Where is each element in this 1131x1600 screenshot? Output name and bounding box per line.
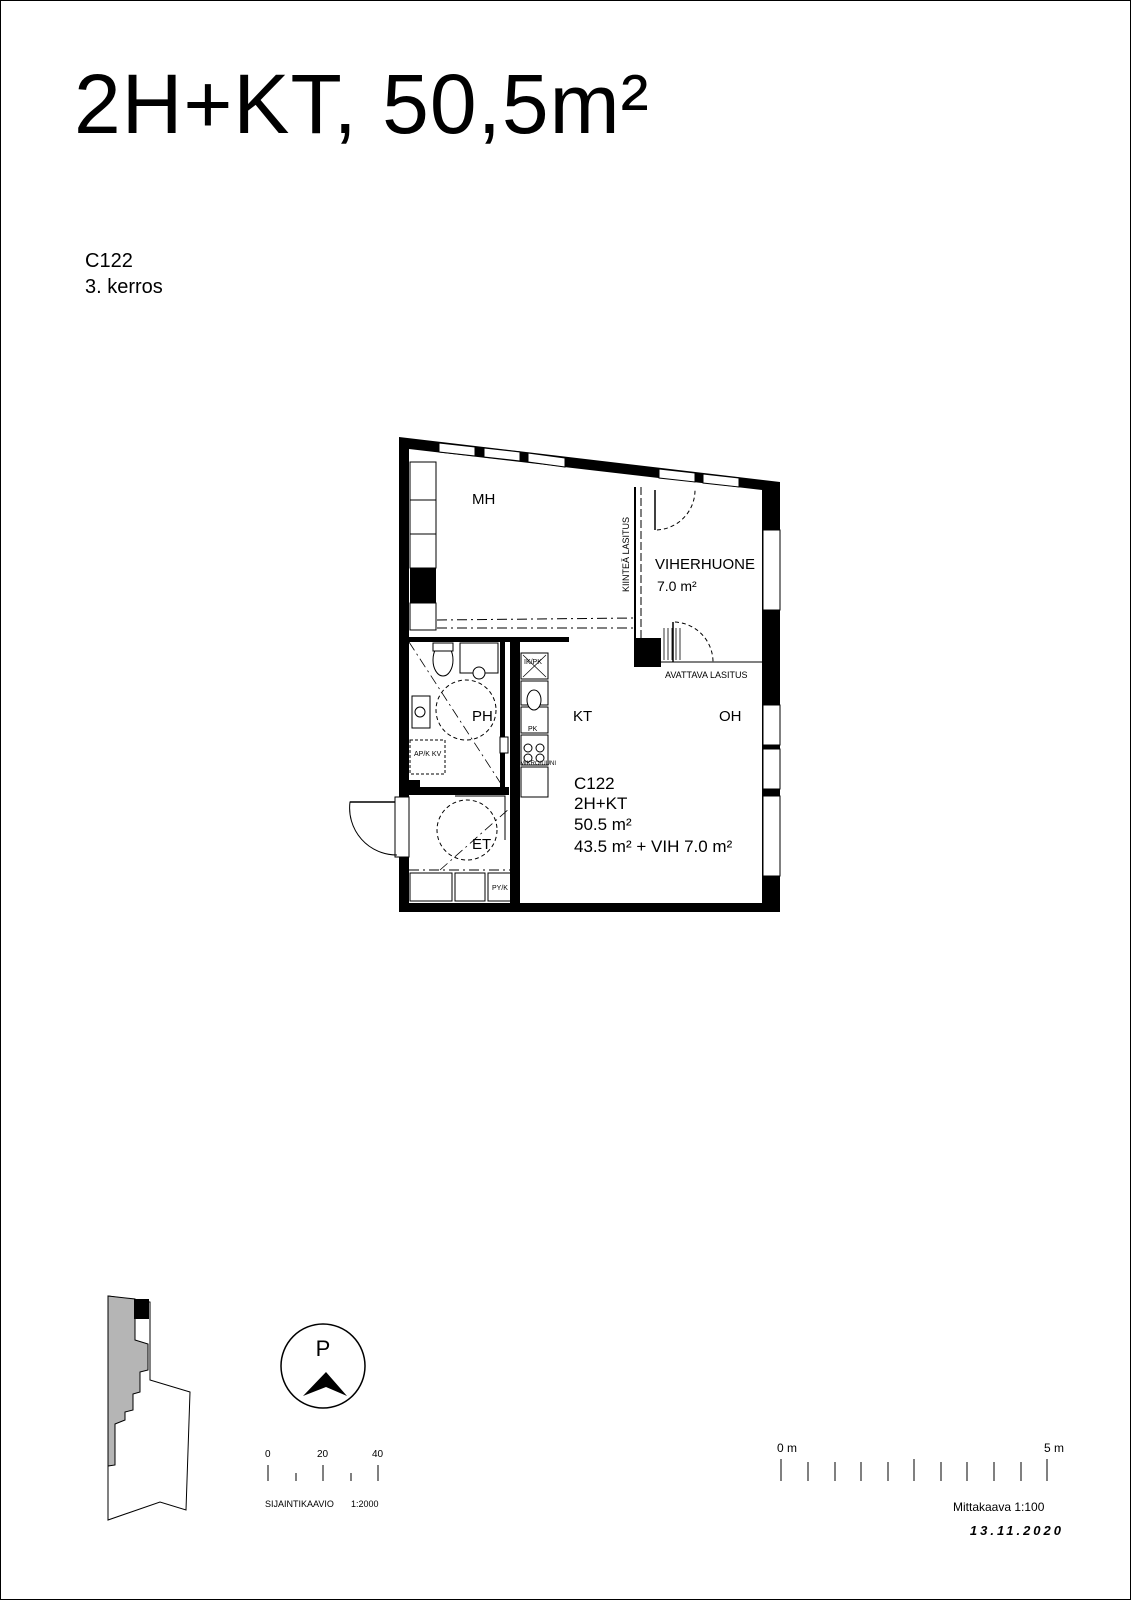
scale-bar — [780, 1459, 1048, 1481]
summary-type: 2H+KT — [574, 794, 627, 813]
summary-breakdown: 43.5 m² + VIH 7.0 m² — [574, 837, 733, 856]
room-area-viherhuone: 7.0 m² — [657, 578, 697, 594]
wardrobes — [409, 461, 437, 631]
label-ik-pk: IK/PK — [524, 659, 542, 666]
compass-label: P — [316, 1336, 331, 1361]
label-pyk: PY/K — [492, 885, 508, 892]
apartment-floor: 3. kerros — [85, 276, 163, 298]
room-label-et: ET — [472, 836, 491, 853]
room-label-oh: OH — [719, 708, 742, 725]
wall-pillar — [410, 568, 436, 603]
scale-label: Mittakaava 1:100 — [953, 1500, 1045, 1514]
site-tick-40: 40 — [372, 1449, 384, 1460]
windows-right — [762, 529, 781, 877]
label-kiintea-lasitus: KIINTEÄ LASITUS — [621, 517, 631, 592]
site-plan — [107, 1295, 191, 1521]
room-label-mh: MH — [472, 491, 495, 508]
site-plan-label: SIJAINTIKAAVIO — [265, 1499, 334, 1509]
label-avattava-lasitus: AVATTAVA LASITUS — [665, 670, 748, 680]
site-plan-scale — [267, 1465, 379, 1481]
site-plan-scale-label: 1:2000 — [351, 1499, 379, 1509]
scale-start: 0 m — [777, 1441, 797, 1455]
label-apk-kv: AP/K KV — [414, 751, 442, 758]
summary-area: 50.5 m² — [574, 815, 632, 834]
label-mikro-uuni: MIKRO/UUNI — [520, 761, 556, 767]
room-label-viherhuone: VIHERHUONE — [655, 556, 755, 573]
site-tick-20: 20 — [317, 1449, 329, 1460]
label-pk: PK — [528, 726, 538, 733]
apartment-info: C122 3. kerros — [85, 248, 163, 300]
windows-top — [438, 442, 740, 488]
summary-id: C122 — [574, 774, 615, 793]
apartment-id: C122 — [85, 250, 133, 272]
site-tick-0: 0 — [265, 1449, 271, 1460]
north-arrow-icon — [280, 1323, 366, 1409]
room-label-ph: PH — [472, 708, 493, 725]
page-title: 2H+KT, 50,5m² — [74, 57, 650, 151]
scale-end: 5 m — [1044, 1441, 1064, 1455]
date-stamp: 13.11.2020 — [970, 1523, 1064, 1538]
room-label-kt: KT — [573, 708, 592, 725]
